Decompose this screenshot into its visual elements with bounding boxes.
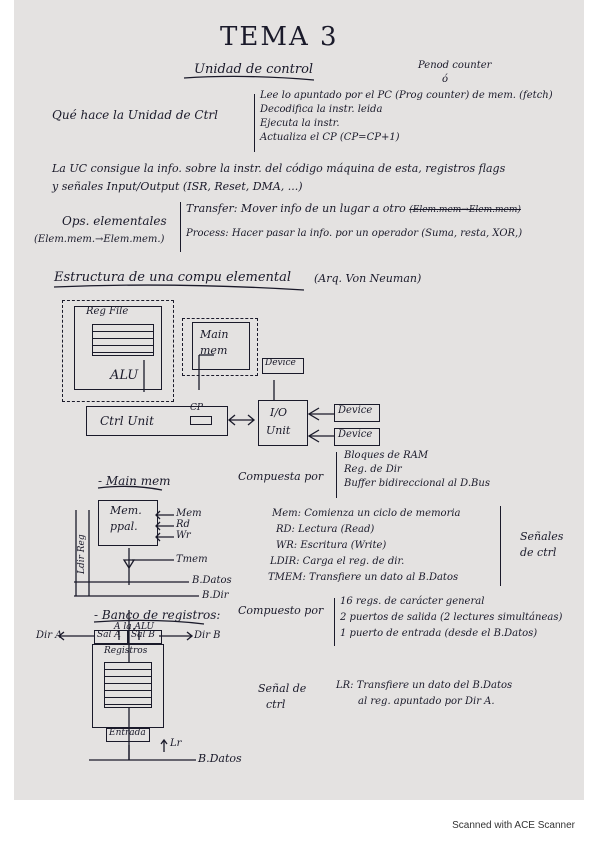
- device-top-box: [262, 358, 304, 374]
- signal-item: WR: Escritura (Write): [276, 540, 387, 551]
- entrada-box: [106, 728, 150, 742]
- que-hace-item: Ejecuta la instr.: [260, 118, 340, 129]
- cpu-dashed-outline: [62, 300, 174, 402]
- scanned-page: TEMA 3 Unidad de control Penod counter ó…: [14, 0, 584, 800]
- sal-a-box: [94, 630, 128, 644]
- a-la-alu-label: A la ALU: [114, 622, 155, 632]
- ops-transfer: Transfer: Mover info de un lugar a otro …: [186, 202, 521, 215]
- compuesto-item: 1 puerto de entrada (desde el B.Datos): [340, 628, 538, 639]
- wr-input-label: Wr: [176, 530, 191, 541]
- register-stack: [104, 662, 152, 708]
- signal-item: TMEM: Transfiere un dato al B.Datos: [268, 572, 459, 583]
- bdatos-label: B.Datos: [198, 752, 242, 765]
- mem-ppal-label: ppal.: [110, 520, 138, 533]
- senal-text: LR: Transfiere un dato del B.Datos: [336, 680, 513, 691]
- dir-b-label: Dir B: [194, 630, 221, 641]
- compuesta-item: Reg. de Dir: [344, 464, 402, 475]
- side-note: Penod counter: [418, 60, 492, 71]
- mem-dashed-outline: [182, 318, 258, 376]
- brace: [336, 452, 337, 498]
- senal-label: Señal de: [258, 682, 307, 695]
- ops-label-sub: (Elem.mem.→Elem.mem.): [34, 234, 165, 245]
- signal-item: RD: Lectura (Read): [276, 524, 375, 535]
- diagram-lines: [53, 75, 334, 761]
- cp-label: CP: [190, 403, 203, 413]
- estructura-note: (Arq. Von Neuman): [314, 272, 422, 285]
- uc-paragraph-line: y señales Input/Output (ISR, Reset, DMA,…: [52, 180, 303, 193]
- io-unit-label: I/O: [270, 406, 288, 419]
- senal-label: ctrl: [266, 698, 286, 711]
- ops-process: Process: Hacer pasar la info. por un ope…: [186, 228, 523, 239]
- signal-item: LDIR: Carga el reg. de dir.: [270, 556, 405, 567]
- sal-a-label: Sal A: [97, 630, 121, 640]
- compuesta-item: Buffer bidireccional al D.Bus: [344, 478, 490, 489]
- ops-label: Ops. elementales: [62, 214, 167, 228]
- que-hace-item: Decodifica la instr. leida: [260, 104, 383, 115]
- device-label: Device: [338, 429, 373, 440]
- banco-heading: - Banco de registros:: [94, 608, 221, 622]
- ctrl-unit-label: Ctrl Unit: [100, 414, 154, 428]
- compuesto-item: 2 puertos de salida (2 lectures simultán…: [340, 612, 563, 623]
- brace: [334, 598, 335, 646]
- que-hace-item: Actualiza el CP (CP=CP+1): [260, 132, 400, 143]
- signals-label: de ctrl: [520, 546, 557, 559]
- io-unit-label: Unit: [266, 424, 291, 437]
- scanner-footer: Scanned with ACE Scanner: [452, 820, 575, 831]
- sal-b-box: [128, 630, 162, 644]
- compuesto-item: 16 regs. de carácter general: [340, 596, 485, 607]
- main-mem-heading: - Main mem: [98, 474, 171, 488]
- dir-a-label: Dir A: [36, 630, 63, 641]
- compuesto-label: Compuesto por: [238, 604, 324, 617]
- que-hace-item: Lee lo apuntado por el PC (Prog counter)…: [260, 90, 553, 101]
- mem-ppal-box: [98, 500, 158, 546]
- main-mem-label: Main: [200, 328, 229, 341]
- tmem-label: Tmem: [176, 554, 208, 565]
- banco-box: [92, 644, 164, 728]
- sal-b-label: Sal B: [131, 630, 155, 640]
- lr-label: Lr: [170, 738, 182, 749]
- device-box: [334, 404, 380, 422]
- signal-item: Mem: Comienza un ciclo de memoria: [272, 508, 461, 519]
- ctrl-unit-box: [86, 406, 228, 436]
- bdir-label: B.Dir: [202, 590, 229, 601]
- bdatos-label: B.Datos: [192, 575, 232, 586]
- main-mem-box: [192, 322, 250, 370]
- compuesta-item: Bloques de RAM: [344, 450, 429, 461]
- mem-input-label: Mem: [176, 508, 202, 519]
- mem-ppal-label: Mem.: [110, 504, 142, 517]
- io-unit-box: [258, 400, 308, 446]
- compuesta-label: Compuesta por: [238, 470, 324, 483]
- main-mem-label: mem: [200, 344, 228, 357]
- estructura-heading: Estructura de una compu elemental: [54, 270, 292, 285]
- device-top-label: Device: [265, 358, 296, 368]
- alu-label: ALU: [110, 368, 139, 383]
- page-subtitle: Unidad de control: [194, 62, 314, 77]
- entrada-label: Entrada: [109, 728, 146, 738]
- device-box: [334, 428, 380, 446]
- cp-register: [190, 416, 212, 425]
- side-note-mark: ó: [442, 74, 449, 85]
- reg-file-box: [74, 306, 162, 390]
- signals-label: Señales: [520, 530, 564, 543]
- uc-paragraph-line: La UC consigue la info. sobre la instr. …: [52, 162, 506, 175]
- brace: [500, 506, 501, 586]
- ldir-reg-label: Ldir Reg: [77, 534, 87, 574]
- device-label: Device: [338, 405, 373, 416]
- register-stack: [92, 324, 154, 356]
- brace: [254, 94, 255, 152]
- brace: [180, 202, 181, 252]
- reg-file-label: Reg File: [86, 306, 129, 317]
- page-title: TEMA 3: [220, 22, 339, 52]
- registros-label: Registros: [104, 646, 148, 656]
- que-hace-label: Qué hace la Unidad de Ctrl: [52, 108, 218, 122]
- senal-text: al reg. apuntado por Dir A.: [358, 696, 495, 707]
- rd-input-label: Rd: [176, 519, 190, 530]
